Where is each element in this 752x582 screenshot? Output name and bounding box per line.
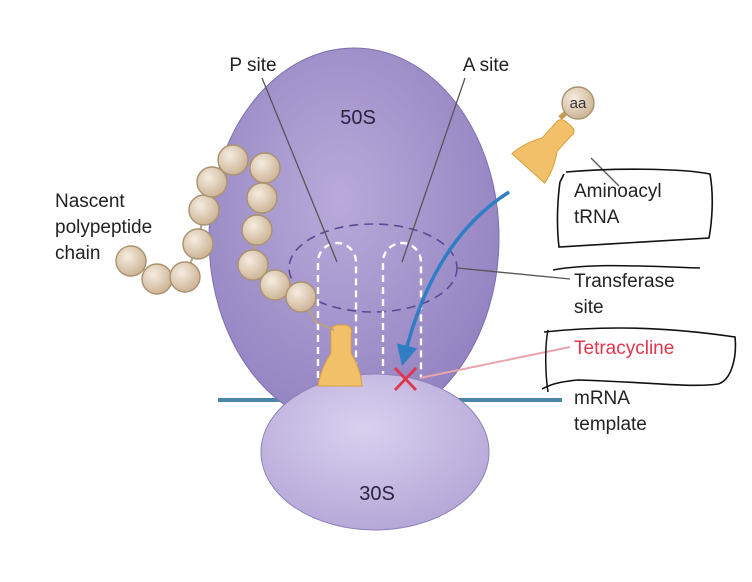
handdrawn-stroke-tetracycline-left (545, 329, 549, 393)
peptide-bead (182, 228, 214, 260)
large-subunit-label: 50S (340, 107, 376, 129)
transferase-label-line2: site (574, 297, 604, 318)
small-subunit-label: 30S (359, 483, 395, 505)
transferase-label-line1: Transferase (574, 271, 675, 292)
nascent-polypeptide-chain (115, 144, 317, 313)
peptide-bead (217, 144, 249, 176)
tetracycline-leader (419, 346, 571, 379)
aminoacyl-label-line2: tRNA (574, 207, 620, 228)
peptide-bead (249, 152, 281, 184)
x-mark-icon (393, 367, 418, 391)
peptide-bead (188, 194, 220, 226)
peptide-bead (246, 182, 278, 214)
small-subunit-30s (260, 373, 490, 531)
a-site-pocket (381, 241, 423, 378)
amino-acid-bead (561, 86, 595, 120)
amino-acid-label: aa (570, 95, 587, 112)
tetracycline-label: Tetracycline (574, 338, 674, 359)
p-site-pocket (316, 241, 358, 378)
handdrawn-bracket-tetracycline (541, 327, 737, 390)
peptide-bead (259, 269, 291, 301)
nascent-label-line3: chain (55, 243, 100, 264)
incoming-trna-body (511, 119, 575, 184)
nascent-label-line2: polypeptide (55, 217, 152, 238)
transferase-leader (456, 267, 571, 280)
peptide-bead (196, 166, 228, 198)
entry-arrow (396, 190, 510, 367)
handdrawn-bracket-aminoacyl (556, 168, 714, 248)
peptide-bead (115, 245, 147, 277)
mrna-label-line2: template (574, 414, 647, 435)
peptide-bead (285, 281, 317, 313)
p-site-label: P site (229, 55, 276, 76)
a-site-label: A site (463, 55, 509, 76)
peptide-bead (169, 261, 201, 293)
aminoacyl-label-line1: Aminoacyl (574, 181, 662, 202)
a-site-leader (401, 77, 466, 263)
p-site-trna (317, 324, 363, 387)
peptide-bead (141, 263, 173, 295)
peptide-bead (237, 249, 269, 281)
mrna-label-line1: mRNA (574, 388, 630, 409)
incoming-aminoacyl-trna: aa (511, 86, 595, 184)
nascent-label-line1: Nascent (55, 191, 125, 212)
handdrawn-stroke-transferase (552, 264, 701, 271)
peptide-bead (241, 214, 273, 246)
aminoacyl-leader (590, 157, 620, 187)
p-site-leader (261, 77, 338, 263)
